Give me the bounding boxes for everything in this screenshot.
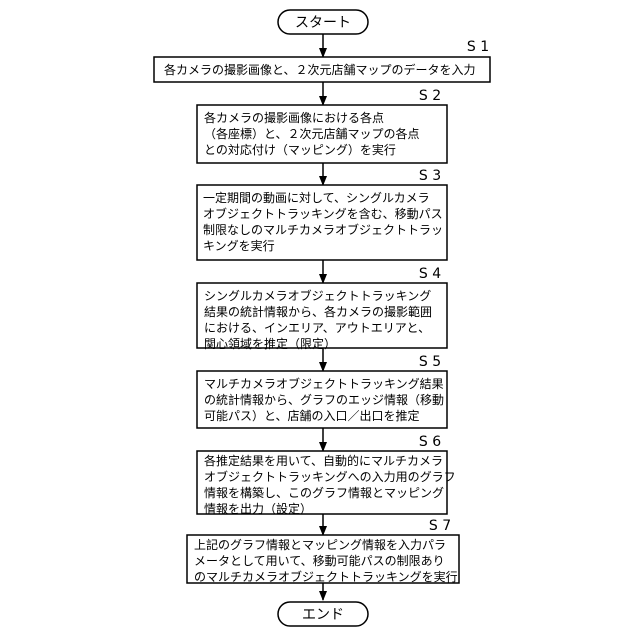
step-label-s4: S 4 bbox=[419, 266, 441, 282]
step-text-line: 関心領域を推定（限定） bbox=[204, 336, 432, 352]
step-text-line: 情報を出力（設定） bbox=[204, 501, 456, 517]
step-text-s6: 各推定結果を用いて、自動的にマルチカメラ オブジェクトトラッキングへの入力用のグ… bbox=[204, 453, 456, 517]
step-label-s1: S 1 bbox=[467, 39, 489, 55]
step-text-line: 一定期間の動画に対して、シングルカメラ bbox=[203, 190, 443, 206]
step-text-s2: 各カメラの撮影画像における各点 （各座標）と、２次元店舗マップの各点 との対応付… bbox=[204, 110, 420, 158]
step-label-s6: S 6 bbox=[419, 434, 441, 450]
step-label-s2: S 2 bbox=[419, 88, 441, 104]
step-text-line: マルチカメラオブジェクトトラッキング結果 bbox=[204, 376, 444, 392]
step-text-line: の統計情報から、グラフのエッジ情報（移動 bbox=[204, 392, 444, 408]
start-label: スタート bbox=[295, 15, 351, 31]
step-text-line: 情報を構築し、このグラフ情報とマッピング bbox=[204, 485, 456, 501]
step-text-s4: シングルカメラオブジェクトトラッキング 結果の統計情報から、各カメラの撮影範囲 … bbox=[204, 288, 432, 352]
end-label: エンド bbox=[302, 607, 344, 623]
step-text-line: オブジェクトトラッキングを含む、移動パス bbox=[203, 206, 443, 222]
step-text-line: シングルカメラオブジェクトトラッキング bbox=[204, 288, 432, 304]
step-text-line: 各カメラの撮影画像における各点 bbox=[204, 110, 420, 126]
step-text-s3: 一定期間の動画に対して、シングルカメラ オブジェクトトラッキングを含む、移動パス… bbox=[203, 190, 443, 254]
step-text-line: 上記のグラフ情報とマッピング情報を入力パラ bbox=[194, 537, 458, 553]
step-text-s1: 各カメラの撮影画像と、２次元店舗マップのデータを入力 bbox=[164, 62, 476, 78]
step-text-line: 可能パス）と、店舗の入口／出口を推定 bbox=[204, 408, 444, 424]
step-label-s3: S 3 bbox=[419, 168, 441, 184]
step-text-line: メータとして用いて、移動可能パスの制限あり bbox=[194, 553, 458, 569]
step-text-s7: 上記のグラフ情報とマッピング情報を入力パラ メータとして用いて、移動可能パスの制… bbox=[194, 537, 458, 585]
step-text-s5: マルチカメラオブジェクトトラッキング結果 の統計情報から、グラフのエッジ情報（移… bbox=[204, 376, 444, 424]
step-label-s5: S 5 bbox=[419, 354, 441, 370]
step-text-line: キングを実行 bbox=[203, 238, 443, 254]
step-text-line: （各座標）と、２次元店舗マップの各点 bbox=[204, 126, 420, 142]
step-text-line: との対応付け（マッピング）を実行 bbox=[204, 142, 420, 158]
step-text-line: における、インエリア、アウトエリアと、 bbox=[204, 320, 432, 336]
step-text-line: 結果の統計情報から、各カメラの撮影範囲 bbox=[204, 304, 432, 320]
step-text-line: オブジェクトトラッキングへの入力用のグラフ bbox=[204, 469, 456, 485]
step-label-s7: S 7 bbox=[429, 518, 451, 534]
step-text-line: のマルチカメラオブジェクトトラッキングを実行 bbox=[194, 569, 458, 585]
step-text-line: 各推定結果を用いて、自動的にマルチカメラ bbox=[204, 453, 456, 469]
step-text-line: 制限なしのマルチカメラオブジェクトトラッ bbox=[203, 222, 443, 238]
step-text-line: 各カメラの撮影画像と、２次元店舗マップのデータを入力 bbox=[164, 62, 476, 78]
